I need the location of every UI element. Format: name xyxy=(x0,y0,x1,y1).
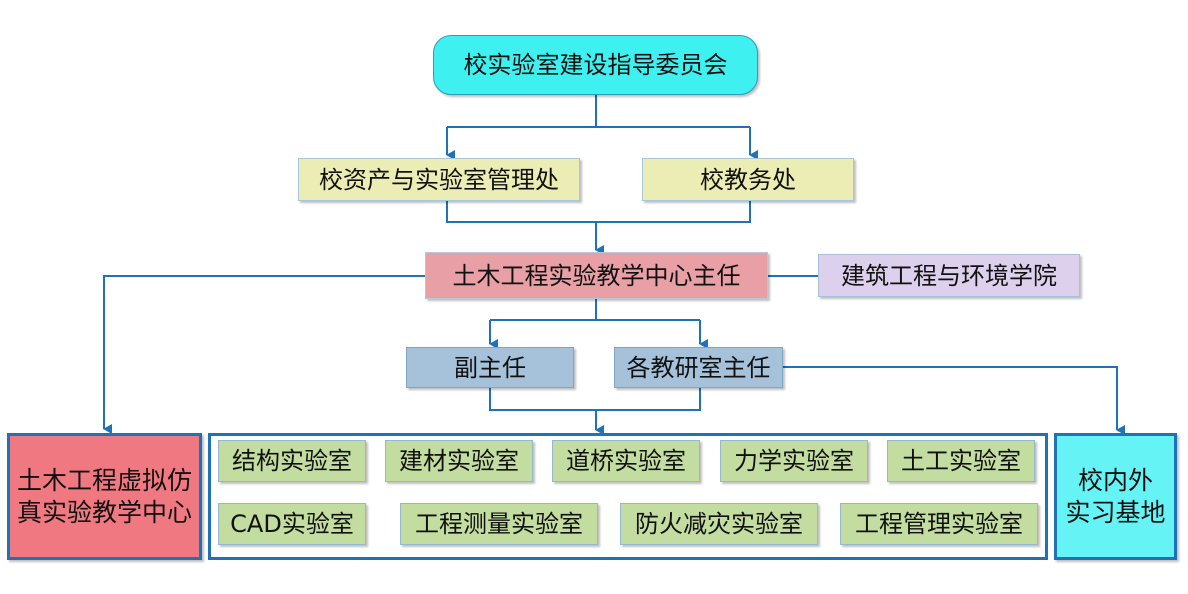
lab-node: 结构实验室 xyxy=(218,440,366,482)
asset-office-label: 校资产与实验室管理处 xyxy=(319,165,559,194)
connector-offices-merge xyxy=(446,201,751,223)
center-director-node: 土木工程实验教学中心主任 xyxy=(425,252,768,299)
committee-label: 校实验室建设指导委员会 xyxy=(463,51,728,79)
lab-node: 防火减灾实验室 xyxy=(620,503,818,545)
lab-node: 道桥实验室 xyxy=(552,440,700,482)
arrow-to-practice-base xyxy=(783,366,1125,435)
arrow-to-virtual-center xyxy=(103,275,425,434)
lab-label: 工程测量实验室 xyxy=(415,510,583,538)
practice-base-label-line1: 校内外 xyxy=(1077,466,1153,496)
virtual-center-node: 土木工程虚拟仿 真实验教学中心 xyxy=(7,433,202,560)
section-heads-label: 各教研室主任 xyxy=(626,353,771,382)
lab-label: 道桥实验室 xyxy=(566,447,686,475)
connector-deputies-merge xyxy=(489,388,701,411)
lab-label: 土工实验室 xyxy=(901,447,1021,475)
deputy-director-node: 副主任 xyxy=(406,347,574,388)
asset-office-node: 校资产与实验室管理处 xyxy=(298,158,580,201)
center-director-label: 土木工程实验教学中心主任 xyxy=(452,261,741,290)
lab-node: 土工实验室 xyxy=(887,440,1035,482)
lab-node: 力学实验室 xyxy=(720,440,868,482)
lab-label: 工程管理实验室 xyxy=(855,510,1023,538)
practice-base-node: 校内外 实习基地 xyxy=(1054,433,1177,560)
section-heads-node: 各教研室主任 xyxy=(614,347,783,388)
academic-office-node: 校教务处 xyxy=(642,158,854,201)
deputy-director-label: 副主任 xyxy=(454,353,526,382)
committee-node: 校实验室建设指导委员会 xyxy=(433,35,758,95)
lab-label: 防火减灾实验室 xyxy=(635,510,803,538)
school-label: 建筑工程与环境学院 xyxy=(841,261,1057,290)
virtual-center-label-line2: 真实验教学中心 xyxy=(16,497,192,527)
lab-node: CAD实验室 xyxy=(218,503,366,545)
lab-node: 工程测量实验室 xyxy=(400,503,598,545)
virtual-center-label-line1: 土木工程虚拟仿 xyxy=(16,466,192,496)
practice-base-label-line2: 实习基地 xyxy=(1065,497,1166,527)
academic-office-label: 校教务处 xyxy=(700,165,796,194)
lab-label: 建材实验室 xyxy=(399,447,519,475)
school-node: 建筑工程与环境学院 xyxy=(818,254,1080,297)
lab-node: 工程管理实验室 xyxy=(840,503,1038,545)
lab-node: 建材实验室 xyxy=(385,440,533,482)
lab-label: 结构实验室 xyxy=(232,447,352,475)
lab-label: CAD实验室 xyxy=(230,510,354,538)
lab-label: 力学实验室 xyxy=(734,447,854,475)
